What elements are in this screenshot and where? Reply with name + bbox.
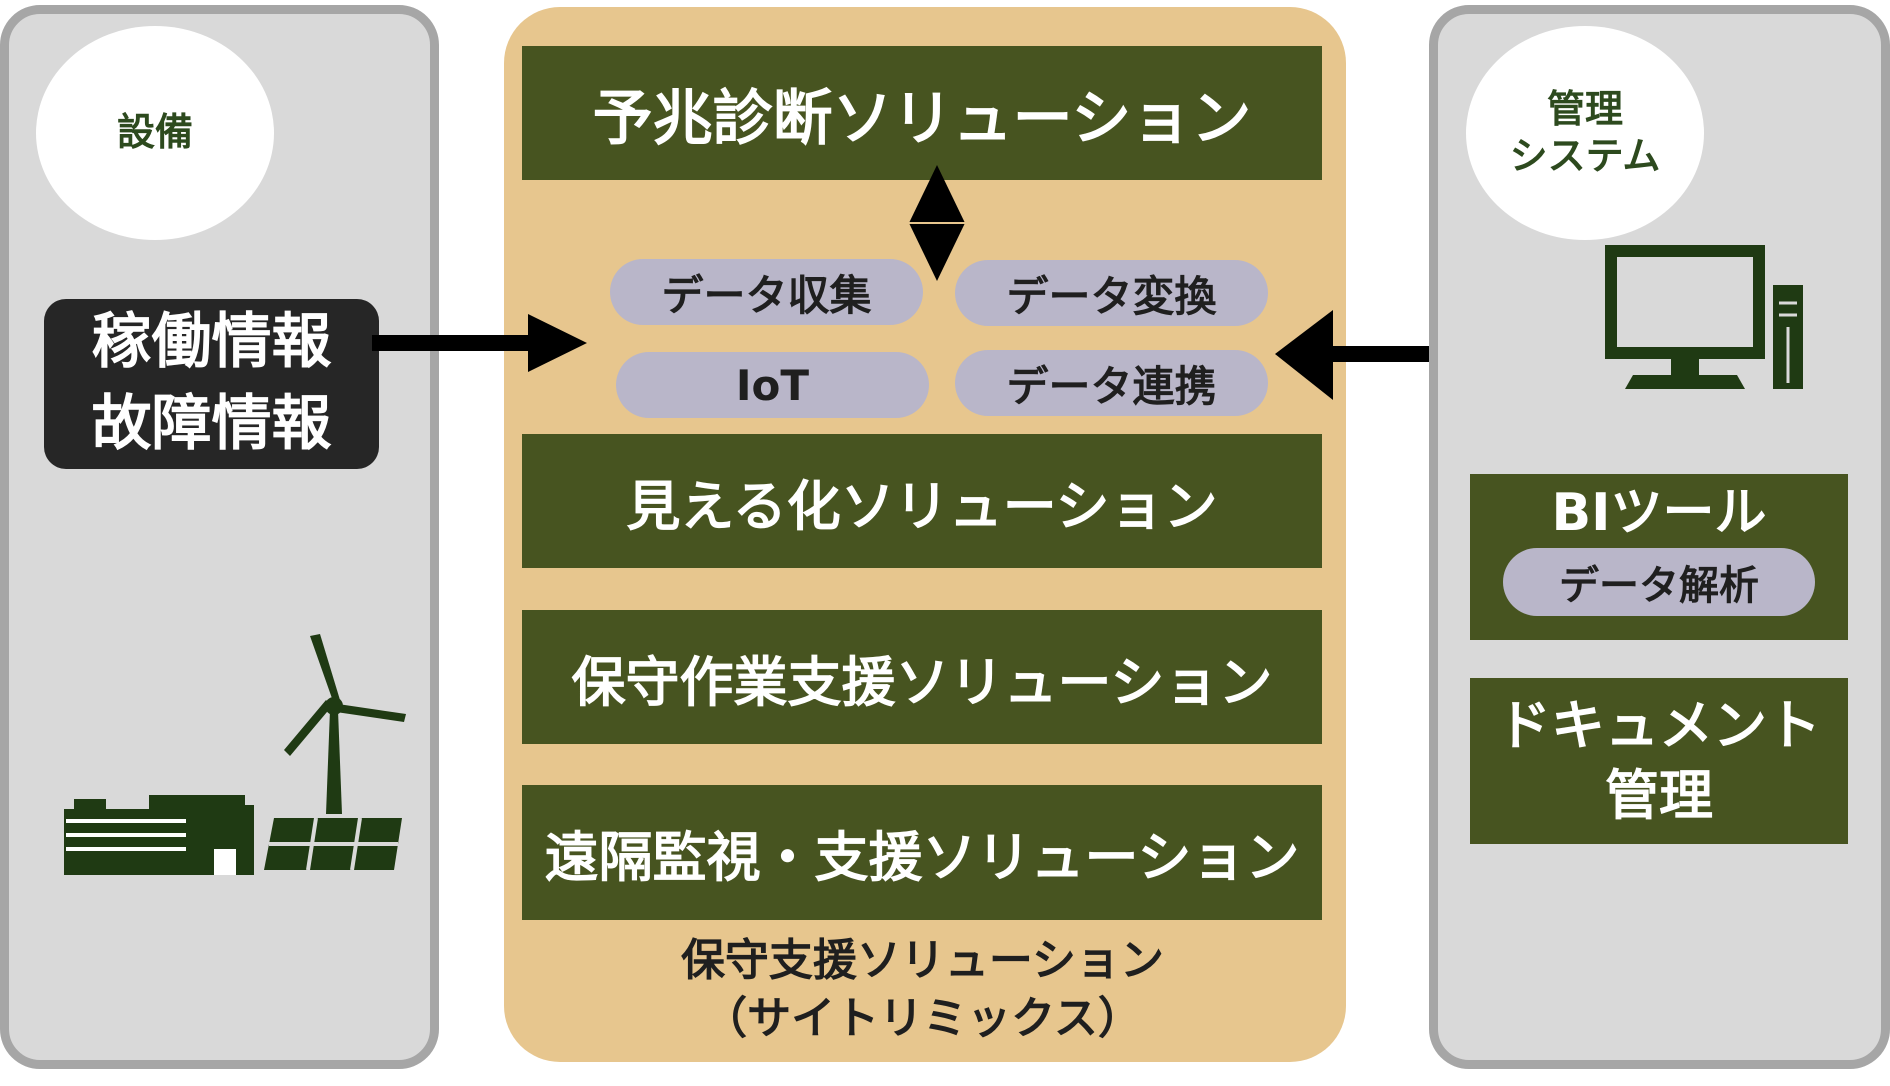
system-line: システム (1509, 134, 1661, 178)
data-analysis-label: データ解析 (1559, 563, 1759, 610)
factory-icon (64, 795, 254, 875)
remote-monitoring-box: 遠隔監視・支援ソリューション (522, 785, 1322, 920)
predictive-diagnosis-label: 予兆診断ソリューション (592, 83, 1252, 154)
management-line: 管理 (1546, 86, 1623, 131)
data-conversion-pill: データ変換 (955, 260, 1268, 326)
equipment-circle: 設備 (36, 26, 274, 240)
caption-title: 保守支援ソリューション (680, 935, 1165, 986)
data-integration-pill: データ連携 (955, 350, 1268, 416)
data-collection-label: データ収集 (661, 270, 872, 320)
bi-tool-label: BIツール (1551, 483, 1767, 543)
maintenance-work-support-box: 保守作業支援ソリューション (522, 610, 1322, 744)
maintenance-work-support-label: 保守作業支援ソリューション (571, 650, 1273, 714)
failure-info-text: 故障情報 (91, 389, 332, 459)
management-system-circle: 管理 システム (1466, 26, 1704, 240)
solar-panel-icon (264, 817, 402, 871)
iot-label: IoT (735, 360, 810, 410)
document-management-box: ドキュメント 管理 (1470, 678, 1848, 844)
panel-caption: 保守支援ソリューション （サイトリミックス） (560, 932, 1285, 1058)
data-analysis-pill: データ解析 (1503, 548, 1815, 617)
predictive-diagnosis-box: 予兆診断ソリューション (522, 46, 1322, 180)
operation-failure-info-box: 稼働情報 故障情報 (44, 299, 379, 469)
vertical-double-arrow-icon (909, 165, 965, 281)
data-collection-pill: データ収集 (610, 259, 923, 325)
equipment-label: 設備 (116, 110, 193, 155)
remote-monitoring-label: 遠隔監視・支援ソリューション (544, 826, 1300, 889)
visualization-box: 見える化ソリューション (522, 434, 1322, 568)
wind-turbine-icon (284, 634, 406, 814)
document-line: ドキュメント (1497, 693, 1821, 757)
iot-pill: IoT (616, 352, 929, 418)
bi-tool-box: BIツール データ解析 (1470, 474, 1848, 640)
operation-info-text: 稼働情報 (91, 307, 332, 378)
right-arrow-icon (372, 314, 587, 372)
desktop-computer-icon (1605, 245, 1803, 389)
data-integration-label: データ連携 (1006, 361, 1217, 411)
management-line-doc: 管理 (1605, 764, 1713, 827)
data-conversion-label: データ変換 (1006, 271, 1217, 321)
caption-subtitle: （サイトリミックス） (703, 993, 1142, 1045)
visualization-label: 見える化ソリューション (626, 474, 1218, 538)
